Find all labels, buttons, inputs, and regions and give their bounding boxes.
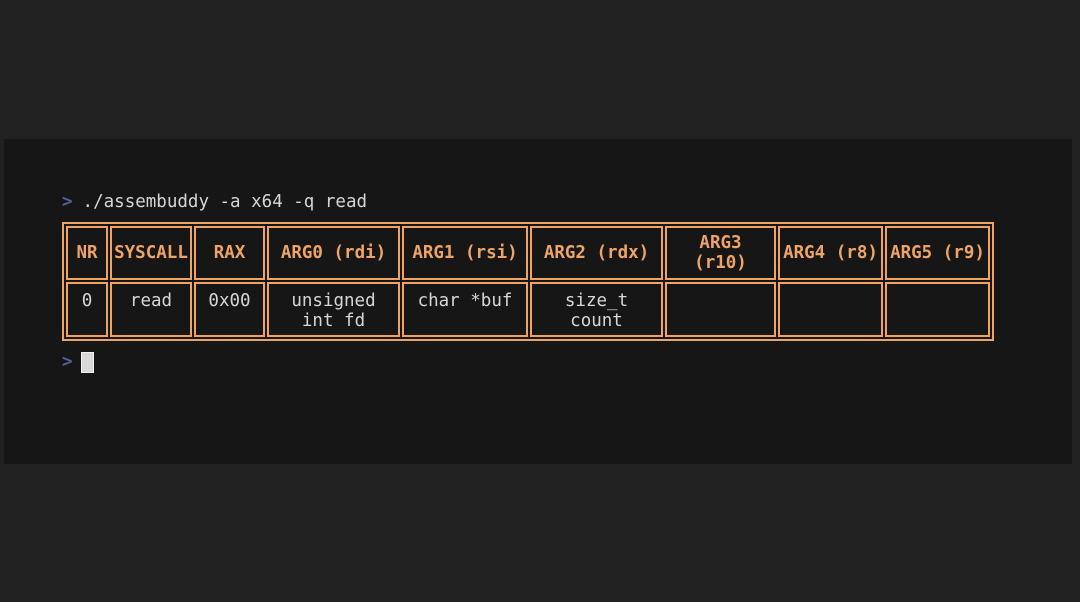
header-cell-arg0: ARG0 (rdi) bbox=[267, 226, 400, 280]
command-line: > ./assembuddy -a x64 -q read bbox=[62, 191, 1052, 213]
header-cell-rax: RAX bbox=[194, 226, 265, 280]
prompt-symbol: > bbox=[62, 192, 73, 212]
terminal-cursor[interactable] bbox=[80, 351, 94, 373]
header-row: NR SYSCALL RAX ARG0 (rdi) ARG1 (rsi) ARG… bbox=[66, 226, 990, 280]
table-row: 0 read 0x00 unsigned int fd char *buf si… bbox=[66, 282, 990, 337]
command-text: ./assembuddy -a x64 -q read bbox=[82, 192, 368, 212]
cell-arg5 bbox=[885, 282, 990, 337]
header-cell-arg5: ARG5 (r9) bbox=[885, 226, 990, 280]
cell-arg2: size_t count bbox=[530, 282, 663, 337]
header-cell-syscall: SYSCALL bbox=[110, 226, 192, 280]
cell-arg1: char *buf bbox=[402, 282, 528, 337]
header-cell-arg2: ARG2 (rdx) bbox=[530, 226, 663, 280]
syscall-table-body: 0 read 0x00 unsigned int fd char *buf si… bbox=[66, 282, 990, 337]
syscall-table: NR SYSCALL RAX ARG0 (rdi) ARG1 (rsi) ARG… bbox=[62, 222, 994, 341]
header-cell-arg4: ARG4 (r8) bbox=[778, 226, 883, 280]
prompt-symbol: > bbox=[62, 352, 73, 372]
syscall-table-header: NR SYSCALL RAX ARG0 (rdi) ARG1 (rsi) ARG… bbox=[66, 226, 990, 280]
cell-arg0: unsigned int fd bbox=[267, 282, 400, 337]
header-cell-arg1: ARG1 (rsi) bbox=[402, 226, 528, 280]
terminal-panel: > ./assembuddy -a x64 -q read NR SYSCALL … bbox=[4, 139, 1072, 464]
cell-syscall: read bbox=[110, 282, 192, 337]
terminal-input-line[interactable]: > bbox=[62, 351, 1052, 373]
cell-arg3 bbox=[665, 282, 776, 337]
header-cell-arg3: ARG3 (r10) bbox=[665, 226, 776, 280]
cell-rax: 0x00 bbox=[194, 282, 265, 337]
header-cell-nr: NR bbox=[66, 226, 108, 280]
cell-arg4 bbox=[778, 282, 883, 337]
cell-nr: 0 bbox=[66, 282, 108, 337]
